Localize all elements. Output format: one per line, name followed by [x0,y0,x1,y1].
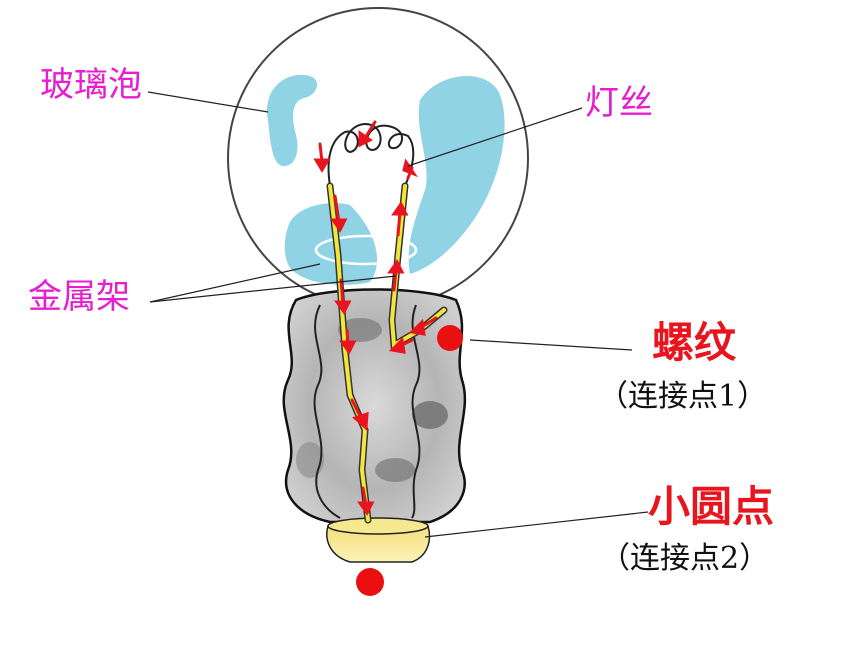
current-arrow-head [358,130,373,148]
glass-highlight-right [408,76,505,274]
label-dot-note: （连接点2） [600,541,770,576]
label-thread-note: （连接点1） [598,379,768,414]
glass-highlight-left [267,74,318,167]
current-arrow-head [339,340,357,355]
contact-dot-bottom [356,568,384,596]
contact-dot-thread [437,325,463,351]
current-arrow-head [334,300,352,315]
label-dot: 小圆点 [648,482,775,531]
leader-lines [147,91,649,538]
leader-filament [407,107,583,167]
current-arrow-head [408,318,426,336]
leader-metal-frame-b [149,275,397,303]
current-arrow-head [357,501,375,516]
current-arrows [313,120,438,516]
label-thread: 螺纹 [652,318,737,367]
current-arrow [363,120,377,140]
bottom-cap [326,517,431,563]
current-arrow [333,194,341,224]
label-glass-bulb: 玻璃泡 [40,65,142,105]
current-arrow-head [313,158,331,173]
current-arrow-head [387,259,405,274]
current-arrow-head [402,158,418,178]
screw-base [282,288,467,524]
leader-glass-bulb [147,91,269,113]
label-metal-frame: 金属架 [28,277,130,317]
current-arrow-head [388,336,406,354]
leader-metal-frame-a [149,263,321,303]
filament-coil [327,122,415,187]
current-arrow [396,210,402,237]
leader-thread [469,339,633,351]
glass-bulb [227,7,529,309]
leader-dot [424,511,649,538]
current-arrow-head [391,201,409,216]
current-arrow-head [330,218,348,233]
label-filament: 灯丝 [585,83,653,123]
current-arrow-head [352,411,369,432]
